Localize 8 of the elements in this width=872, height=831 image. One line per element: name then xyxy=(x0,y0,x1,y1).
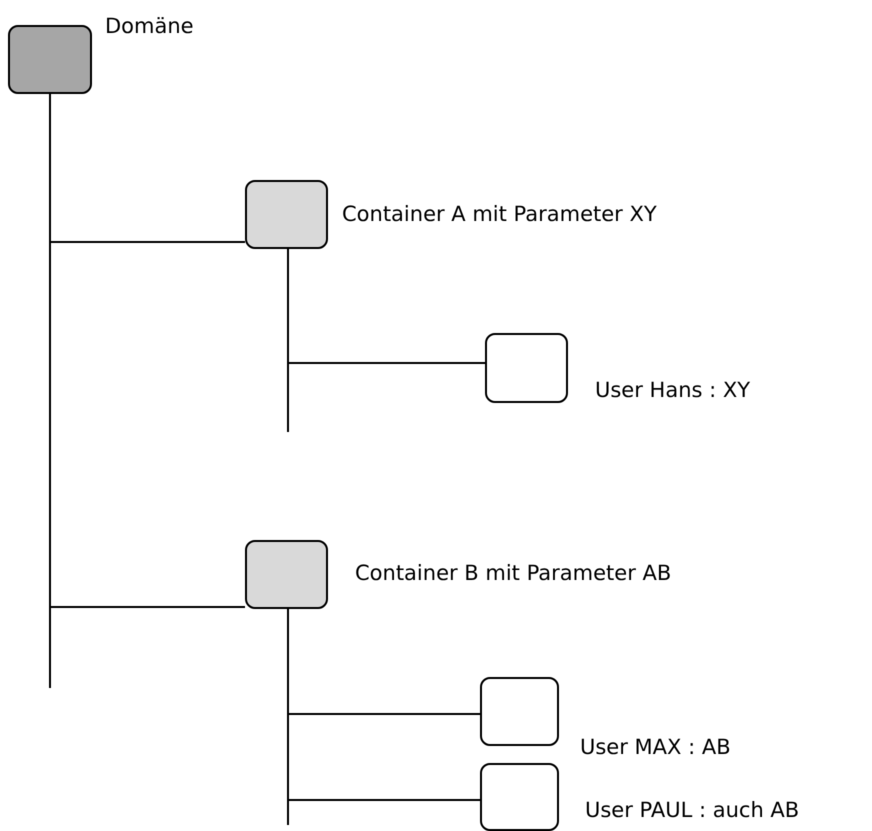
node-label: Domäne xyxy=(105,13,194,39)
tree-connector xyxy=(287,249,485,364)
tree-connector xyxy=(287,609,480,801)
node-label: User MAX : AB xyxy=(580,734,731,760)
node-label: User PAUL : auch AB xyxy=(585,797,800,823)
node-label: Container B mit Parameter AB xyxy=(355,560,672,586)
node-label: User Hans : XY xyxy=(595,377,750,403)
node-label: Container A mit Parameter XY xyxy=(342,201,657,227)
